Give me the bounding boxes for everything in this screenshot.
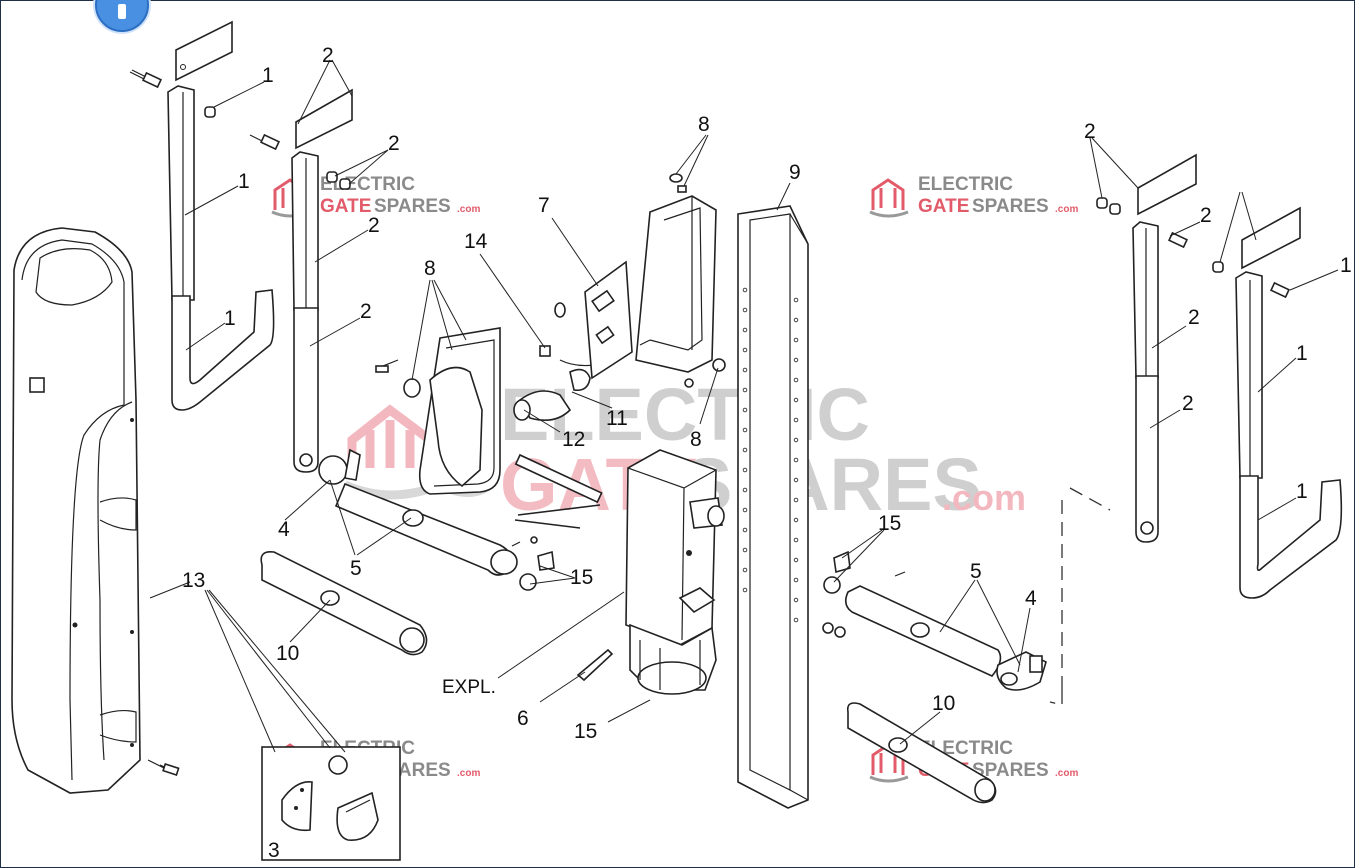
watermark-small-1-line2a: GATE: [320, 196, 371, 217]
control-board: [584, 260, 633, 380]
mounting-plate: [375, 327, 501, 495]
callout-9: 9: [789, 161, 801, 184]
leader-lines: [149, 59, 1339, 753]
callout-5: 5: [350, 557, 362, 580]
callout-5: 5: [970, 560, 982, 583]
callout-1: 1: [238, 170, 250, 193]
callout-2: 2: [360, 300, 372, 323]
bracket-left-2: [249, 88, 353, 473]
callout-10: 10: [276, 642, 299, 665]
callout-15: 15: [878, 512, 901, 535]
bracket-right-2: [1096, 153, 1197, 543]
motor-cover: [11, 227, 180, 794]
bracket-left-1: [129, 20, 275, 411]
callout-8: 8: [424, 257, 436, 280]
callout-2: 2: [322, 44, 334, 67]
callout-15: 15: [574, 720, 597, 743]
control-box: [635, 173, 726, 388]
watermark-small-2-line2a: GATE: [918, 196, 969, 217]
callout-1: 1: [262, 64, 274, 87]
callout-1: 1: [1296, 342, 1308, 365]
watermark-small-2-line1: ELECTRIC: [918, 174, 1013, 195]
callout-14: 14: [464, 230, 488, 253]
callout-8: 8: [690, 428, 702, 451]
tube-assembly-right: [844, 585, 1047, 691]
watermark-large-suffix: .com: [942, 477, 1026, 518]
callout-6: 6: [517, 707, 529, 730]
dashed-outline: [1049, 487, 1111, 706]
callout-1: 1: [224, 307, 236, 330]
bushings-right: [822, 550, 906, 638]
callouts: 1 1 1 1 1 1 2 2 2 2 2 2 2 2 3 4 4 5 5 6 …: [182, 44, 1352, 862]
callout-2: 2: [1200, 204, 1212, 227]
tube-left-10: [260, 550, 428, 656]
callout-13: 13: [182, 569, 205, 592]
callout-15: 15: [570, 566, 593, 589]
watermark-small-2-line2b: SPARES: [972, 196, 1049, 217]
watermark-small-1-suffix: .com: [457, 204, 480, 215]
spare-parts-box: [261, 746, 401, 861]
watermark-small-2-suffix: .com: [1055, 204, 1078, 215]
callout-1: 1: [1340, 254, 1352, 277]
bracket-right-1: [1212, 206, 1343, 599]
callout-10: 10: [932, 692, 955, 715]
expl-label: EXPL.: [442, 677, 496, 698]
bushings-left: [511, 536, 555, 591]
callout-1: 1: [1296, 480, 1308, 503]
callout-2: 2: [388, 132, 400, 155]
callout-2: 2: [1188, 306, 1200, 329]
post-holes: [742, 287, 799, 623]
callout-7: 7: [538, 194, 550, 217]
callout-4: 4: [1025, 587, 1037, 610]
watermark-small-4-suffix: .com: [1055, 768, 1078, 779]
info-icon: [118, 4, 126, 19]
post-channel: [737, 205, 809, 809]
callout-3: 3: [268, 839, 280, 862]
watermark-small-3-suffix: .com: [457, 768, 480, 779]
tube-assembly-left: [318, 448, 603, 576]
callout-12: 12: [562, 428, 585, 451]
callout-2: 2: [1084, 120, 1096, 143]
callout-11: 11: [606, 407, 628, 430]
callout-8: 8: [698, 113, 710, 136]
watermark-small-1-line2b: SPARES: [374, 196, 451, 217]
tube-right-10: [846, 702, 997, 804]
watermark-large-line2b: SPARES: [683, 443, 982, 526]
callout-2: 2: [368, 214, 380, 237]
motor-gearbox: [576, 449, 725, 695]
callout-4: 4: [278, 518, 290, 541]
watermark-small-2: ELECTRIC GATE SPARES .com: [869, 174, 1078, 218]
callout-2: 2: [1182, 392, 1194, 415]
watermark-small-4-line2b: SPARES: [972, 760, 1049, 781]
